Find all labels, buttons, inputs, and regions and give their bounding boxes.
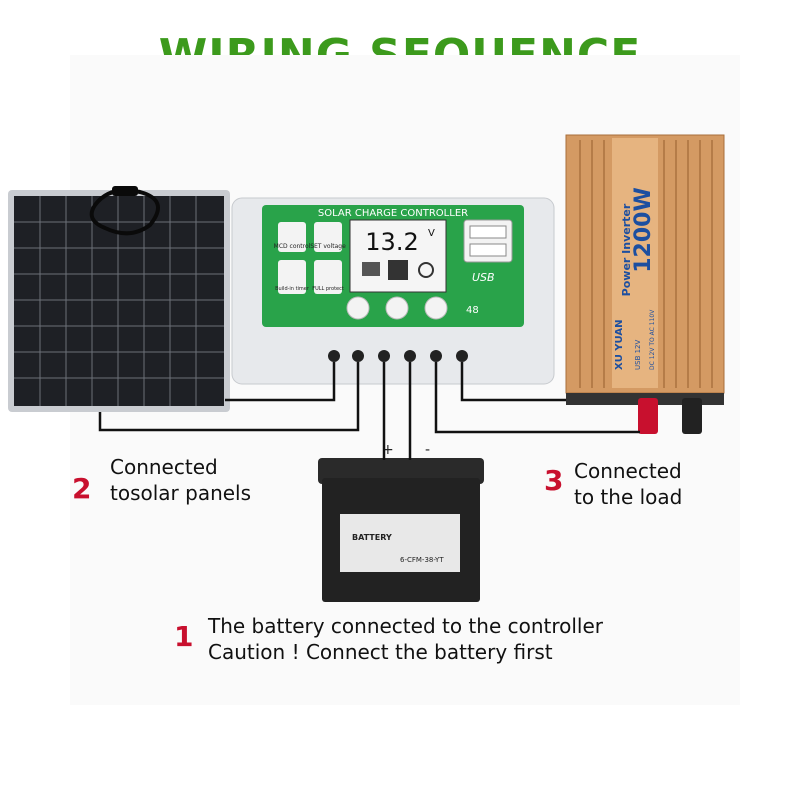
charge-controller: SOLAR CHARGE CONTROLLER MCD control SET …: [231, 197, 555, 385]
terminal-solar-positive: [328, 350, 340, 362]
set-label: SET voltage: [310, 243, 346, 250]
power-inverter: 1200W Power Inverter XU YUAN USB 12V DC …: [565, 134, 725, 434]
timer-icon: [278, 260, 306, 294]
step-1-number: 1: [174, 620, 194, 653]
timer-label: Build-in timer: [275, 286, 310, 292]
step-2-number: 2: [72, 472, 92, 505]
solar-panel: [8, 186, 230, 412]
terminal-load-negative: [456, 350, 468, 362]
wire-load-negative: [460, 362, 566, 402]
inverter-usb: USB 12V: [634, 339, 642, 370]
battery-negative-label: -: [425, 442, 430, 458]
controller-button-2: [385, 296, 409, 320]
solar-indicator-icon: [362, 262, 380, 276]
junction-box: [112, 186, 138, 196]
wire-solar-positive: [225, 362, 336, 402]
mcd-icon: [278, 222, 306, 252]
terminal-battery-negative: [404, 350, 416, 362]
model-number: 48: [466, 305, 479, 316]
inverter-negative-terminal: [682, 398, 702, 434]
set-icon: [314, 222, 342, 252]
panel-cells: [14, 196, 224, 406]
terminal-load-positive: [430, 350, 442, 362]
usb-port-2: [469, 243, 507, 257]
step-3-number: 3: [544, 464, 564, 497]
wires: [98, 362, 640, 460]
lcd-voltage: 13.2: [365, 228, 418, 256]
inverter-positive-terminal: [638, 398, 658, 434]
battery-positive-label: +: [382, 442, 394, 458]
battery-lid: [318, 458, 484, 484]
terminal-solar-negative: [352, 350, 364, 362]
controller-button-3: [424, 296, 448, 320]
full-protect-icon: [314, 260, 342, 294]
usb-port-1: [469, 225, 507, 239]
inverter-product: Power Inverter: [620, 203, 633, 296]
battery-label: [340, 514, 460, 572]
inverter-power: 1200W: [631, 187, 656, 273]
wire-load-positive: [434, 362, 640, 434]
wire-solar-negative: [98, 362, 360, 432]
inverter-brand: XU YUAN: [614, 320, 625, 370]
mcd-label: MCD control: [274, 243, 311, 250]
battery-indicator-icon: [388, 260, 408, 280]
usb-label: USB: [472, 271, 495, 284]
battery-brand: BATTERY: [352, 533, 392, 542]
step-1-text: The battery connected to the controller …: [208, 614, 604, 664]
bulb-indicator-icon: [418, 262, 434, 278]
controller-button-1: [346, 296, 370, 320]
inverter-label-strip: [612, 138, 658, 388]
battery: BATTERY 6-CFM-38-YT + -: [318, 442, 484, 602]
step-3-text: Connected to the load: [574, 459, 683, 509]
full-label: FULL protect: [312, 286, 344, 292]
lcd-unit: V: [428, 228, 435, 239]
inverter-spec: DC 12V TO AC 110V: [649, 309, 656, 370]
controller-header: SOLAR CHARGE CONTROLLER: [318, 208, 468, 219]
step-2-text: Connected tosolar panels: [110, 455, 252, 505]
battery-model: 6-CFM-38-YT: [400, 556, 444, 564]
terminal-battery-positive: [378, 350, 390, 362]
